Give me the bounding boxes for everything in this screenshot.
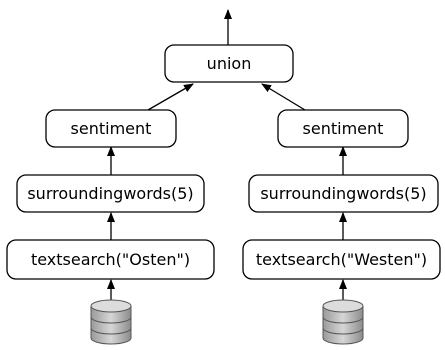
edge-sentiment-right-to-union (261, 83, 306, 111)
surroundingwords-left-label: surroundingwords(5) (27, 184, 193, 203)
surroundingwords-right-label: surroundingwords(5) (260, 184, 426, 203)
textsearch-left-label: textsearch("Osten") (31, 250, 190, 269)
sentiment-node-right: sentiment (277, 109, 409, 148)
sentiment-right-label: sentiment (303, 119, 384, 138)
union-node: union (164, 44, 294, 83)
sentiment-node-left: sentiment (45, 109, 177, 148)
textsearch-node-right: textsearch("Westen") (242, 239, 441, 280)
sentiment-left-label: sentiment (71, 119, 152, 138)
textsearch-node-left: textsearch("Osten") (6, 239, 215, 280)
database-icon (90, 299, 132, 345)
textsearch-right-label: textsearch("Westen") (256, 250, 427, 269)
union-label: union (207, 54, 252, 73)
surroundingwords-node-left: surroundingwords(5) (16, 174, 205, 213)
surroundingwords-node-right: surroundingwords(5) (248, 174, 439, 213)
edge-sentiment-left-to-union (147, 83, 194, 111)
database-icon (322, 299, 364, 345)
